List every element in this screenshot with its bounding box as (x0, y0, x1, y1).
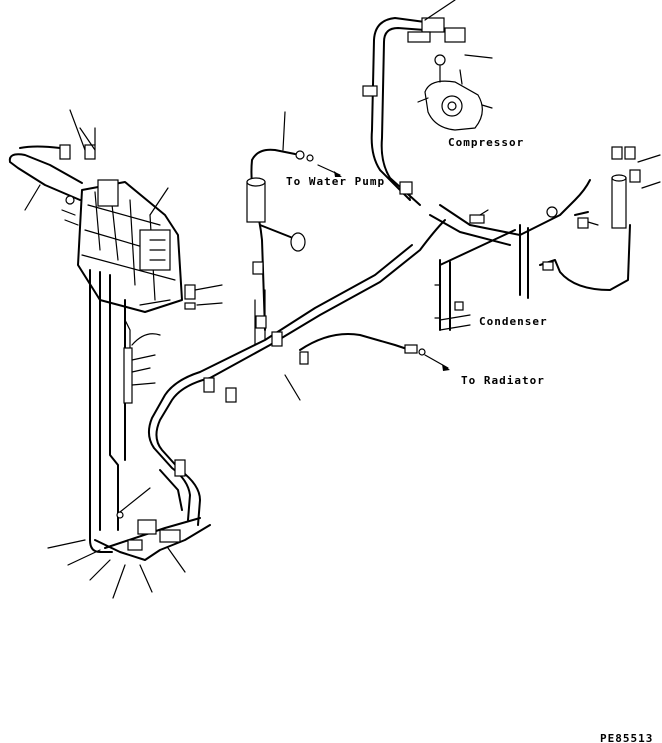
water-pump-label: To Water Pump (286, 175, 385, 188)
water-pump-line (246, 111, 342, 331)
compressor-assembly (362, 0, 493, 206)
condenser-assembly (429, 179, 631, 331)
heater-hose (8, 109, 169, 226)
lower-manifold (47, 487, 211, 599)
compressor-label: Compressor (448, 136, 524, 149)
radiator-line (299, 333, 450, 371)
vertical-pipes (89, 269, 171, 553)
receiver-dryer (611, 146, 661, 229)
drawing-code-label: PE85513 (600, 732, 653, 743)
main-pipe-run (148, 219, 446, 526)
heater-unit (77, 179, 223, 313)
radiator-label: To Radiator (461, 374, 545, 387)
condenser-label: Condenser (479, 315, 548, 328)
